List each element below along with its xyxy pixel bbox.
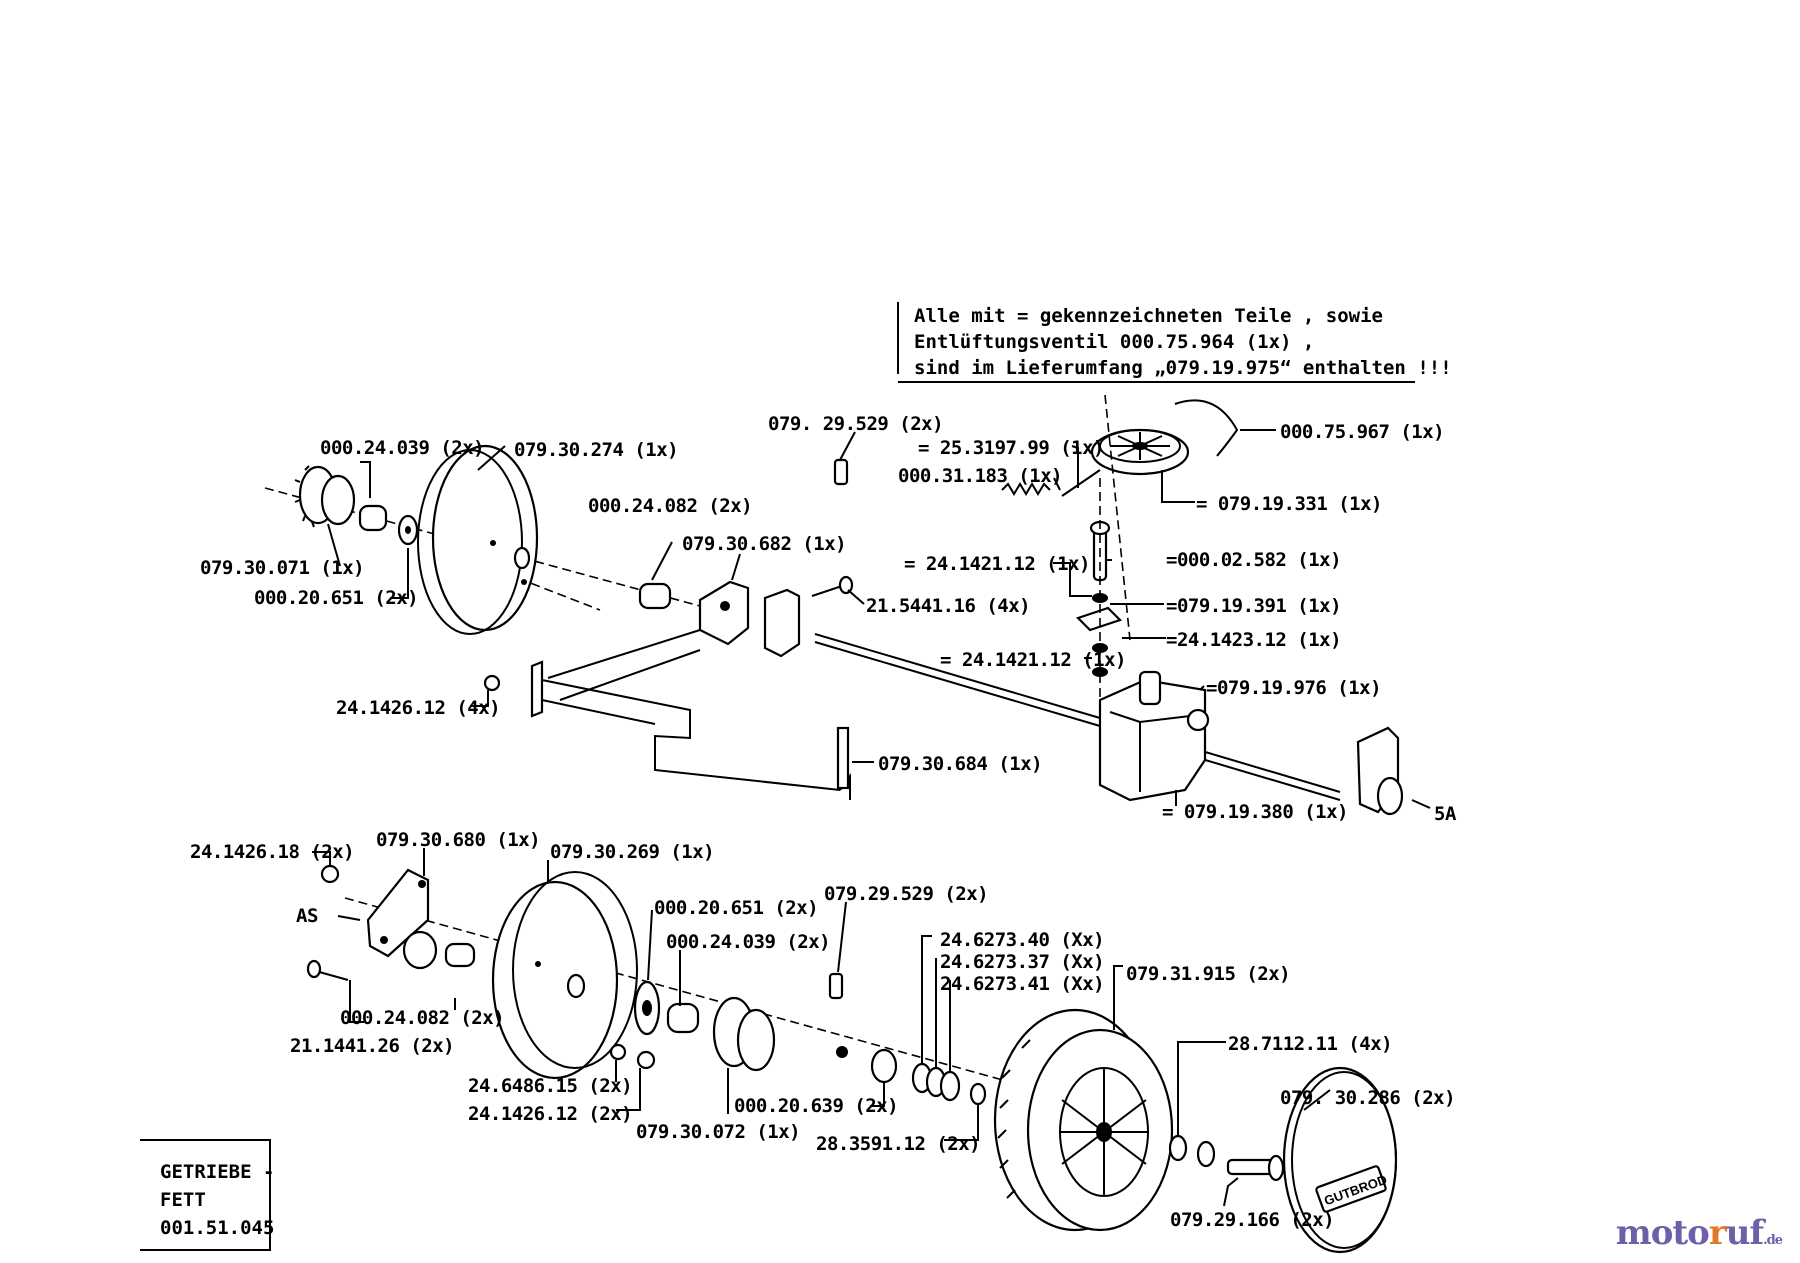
label-as: AS <box>296 905 318 927</box>
label-079-29-166: 079.29.166 (2x) <box>1170 1209 1334 1231</box>
bracket-part <box>698 580 750 646</box>
label-079-19-380: = 079.19.380 (1x) <box>1162 801 1348 823</box>
label-24-1426-12-upper: 24.1426.12 (4x) <box>336 697 500 719</box>
grease-box: GETRIEBE - FETT 001.51.045 <box>140 1139 274 1251</box>
side-plate <box>366 868 430 958</box>
grease-line-1: GETRIEBE - <box>160 1161 274 1183</box>
label-000-24-039-lower: 000.24.039 (2x) <box>666 931 830 953</box>
label-24-6273-41: 24.6273.41 (Xx) <box>940 973 1104 995</box>
label-079-29-529-lower: 079.29.529 (2x) <box>824 883 988 905</box>
label-000-31-183: 000.31.183 (1x) <box>898 465 1062 487</box>
label-24-6273-40: 24.6273.40 (Xx) <box>940 929 1104 951</box>
label-28-3591-12: 28.3591.12 (2x) <box>816 1133 980 1155</box>
label-5a: 5A <box>1434 803 1457 825</box>
hub-cap-brand-plate <box>1315 1165 1387 1213</box>
label-000-24-082-lower: 000.24.082 (2x) <box>340 1007 504 1029</box>
label-079-30-269: 079.30.269 (1x) <box>550 841 714 863</box>
label-000-24-082-upper: 000.24.082 (2x) <box>588 495 752 517</box>
disc-wheel-lower <box>491 880 619 1080</box>
label-079-19-391: =079.19.391 (1x) <box>1166 595 1341 617</box>
watermark-logo: motoruf.de <box>1615 1213 1783 1253</box>
label-079-29-529-upper: 079. 29.529 (2x) <box>768 413 943 435</box>
label-24-6273-37: 24.6273.37 (Xx) <box>940 951 1104 973</box>
grease-line-3: 001.51.045 <box>160 1217 274 1239</box>
label-28-7112-11: 28.7112.11 (4x) <box>1228 1033 1392 1055</box>
label-000-20-651-upper: 000.20.651 (2x) <box>254 587 418 609</box>
label-21-5441-16: 21.5441.16 (4x) <box>866 595 1030 617</box>
label-24-1426-12-lower: 24.1426.12 (2x) <box>468 1103 632 1125</box>
label-079-31-915: 079.31.915 (2x) <box>1126 963 1290 985</box>
label-24-1421-12-a: = 24.1421.12 (1x) <box>904 553 1090 575</box>
label-24-1423-12: =24.1423.12 (1x) <box>1166 629 1341 651</box>
label-000-02-582: =000.02.582 (1x) <box>1166 549 1341 571</box>
note-line-2: Entlüftungsventil 000.75.964 (1x) , <box>914 331 1314 353</box>
label-24-6486-15: 24.6486.15 (2x) <box>468 1075 632 1097</box>
upper-assembly <box>264 394 1404 816</box>
note-line-1: Alle mit = gekennzeichneten Teile , sowi… <box>914 305 1383 327</box>
label-000-20-651-lower: 000.20.651 (2x) <box>654 897 818 919</box>
label-079-30-680: 079.30.680 (1x) <box>376 829 540 851</box>
label-24-1426-18: 24.1426.18 (2x) <box>190 841 354 863</box>
label-21-1441-26: 21.1441.26 (2x) <box>290 1035 454 1057</box>
label-000-75-967: 000.75.967 (1x) <box>1280 421 1444 443</box>
lower-assembly: GUTBROD <box>306 864 1398 1254</box>
label-24-1421-12-b: = 24.1421.12 (1x) <box>940 649 1126 671</box>
label-079-19-331: = 079.19.331 (1x) <box>1196 493 1382 515</box>
label-079-30-286: 079. 30.286 (2x) <box>1280 1087 1455 1109</box>
leader-lines <box>312 429 1431 1207</box>
label-000-24-039-upper: 000.24.039 (2x) <box>320 437 484 459</box>
label-079-30-682: 079.30.682 (1x) <box>682 533 846 555</box>
label-079-30-071: 079.30.071 (1x) <box>200 557 364 579</box>
grease-line-2: FETT <box>160 1189 206 1211</box>
note-line-3: sind im Lieferumfang „079.19.975“ enthal… <box>914 357 1452 379</box>
part-labels: 000.24.039 (2x) 079.30.274 (1x) 079. 29.… <box>190 413 1457 1231</box>
label-079-30-684: 079.30.684 (1x) <box>878 753 1042 775</box>
label-079-30-072: 079.30.072 (1x) <box>636 1121 800 1143</box>
note-box: Alle mit = gekennzeichneten Teile , sowi… <box>897 302 1452 383</box>
label-25-3197-99: = 25.3197.99 (1x) <box>918 437 1104 459</box>
label-000-20-639: 000.20.639 (2x) <box>734 1095 898 1117</box>
label-079-30-274: 079.30.274 (1x) <box>514 439 678 461</box>
label-079-19-976: =079.19.976 (1x) <box>1206 677 1381 699</box>
